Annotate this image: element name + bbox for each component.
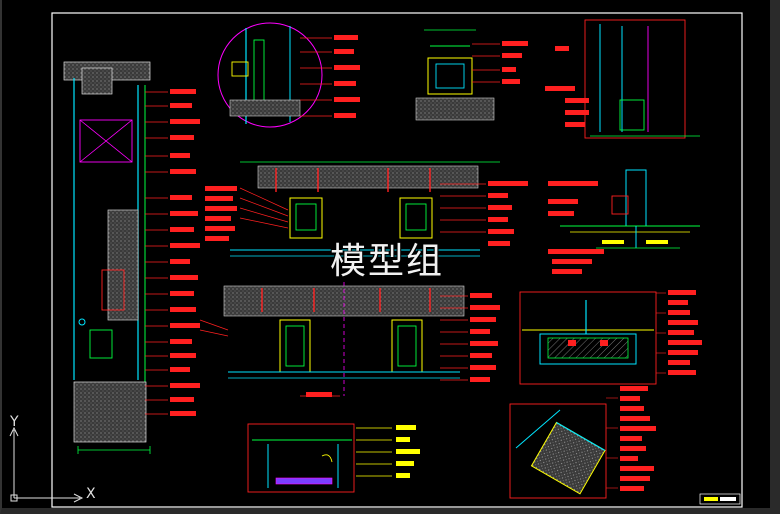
circular-node-detail [217, 22, 360, 128]
corner-profile-detail [545, 19, 700, 139]
watermark-text: 模型组 [330, 241, 445, 282]
stone-panel-detail [247, 423, 420, 493]
horizontal-section-upper [205, 161, 528, 257]
mullion-joint-detail [548, 169, 700, 274]
horizontal-section-lower [199, 282, 500, 397]
top-bracket-detail [415, 29, 528, 121]
sheet-border [51, 12, 743, 508]
title-block [699, 493, 741, 505]
ucs-x-label: X [86, 486, 96, 502]
vertical-wall-section [63, 61, 200, 454]
ceiling-joint-detail [519, 290, 702, 385]
ucs-y-label: Y [10, 414, 19, 430]
diagonal-panel-detail [509, 386, 656, 499]
ucs-axis-icon [9, 426, 84, 503]
